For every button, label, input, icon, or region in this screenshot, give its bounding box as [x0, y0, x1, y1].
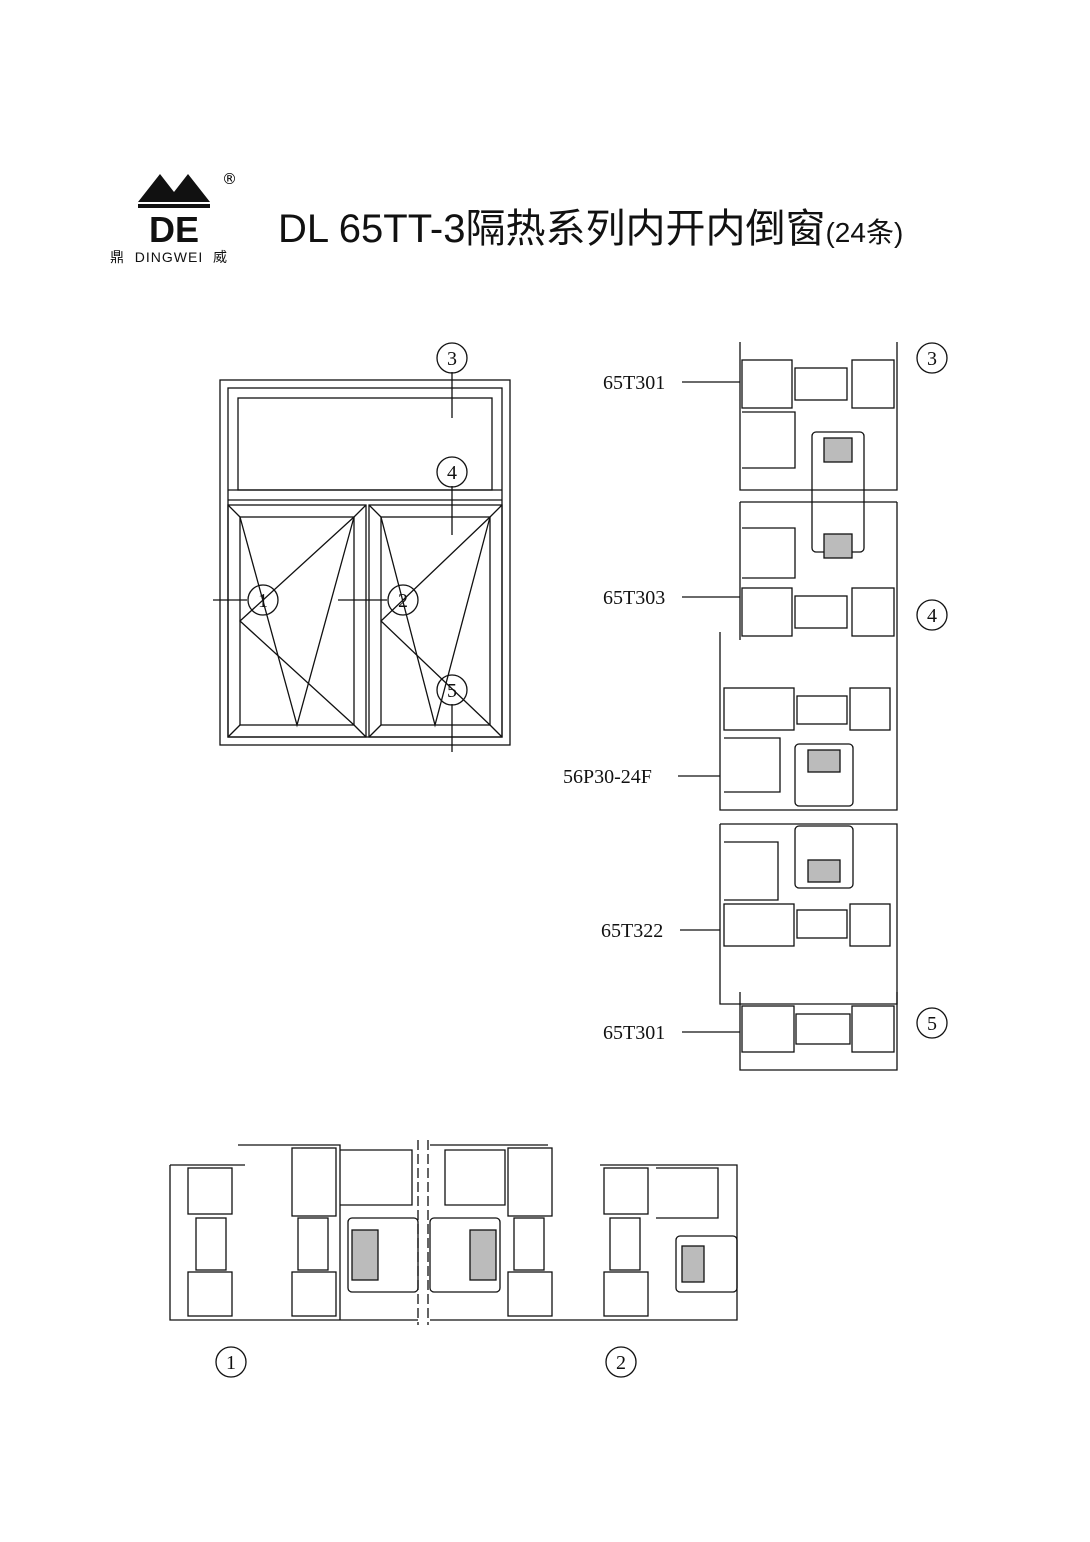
profile-label-65t301-bottom: 65T301	[603, 1022, 665, 1044]
vertical-section	[678, 342, 898, 1071]
profile-label-56p30-24f: 56P30-24F	[563, 766, 652, 788]
elevation-marker-4: 4	[436, 456, 468, 488]
svg-text:3: 3	[447, 348, 457, 370]
horizontal-section	[169, 1140, 738, 1325]
elevation-marker-1: 1	[247, 584, 279, 616]
registered-mark: ®	[222, 170, 237, 188]
dingwei-logo: DE	[138, 174, 210, 245]
section-marker-1: 1	[215, 1346, 247, 1378]
elevation-marker-2: 2	[387, 584, 419, 616]
section-marker-3: 3	[916, 342, 948, 374]
section-marker-5: 5	[916, 1007, 948, 1039]
svg-text:1: 1	[226, 1352, 236, 1374]
svg-text:4: 4	[927, 605, 937, 627]
elevation-marker-5: 5	[436, 674, 468, 706]
window-elevation	[213, 372, 511, 752]
svg-text:3: 3	[927, 348, 937, 370]
page-title: DL 65TT-3隔热系列内开内倒窗(24条)	[278, 207, 904, 251]
section-marker-2: 2	[605, 1346, 637, 1378]
svg-text:1: 1	[258, 590, 268, 612]
svg-text:2: 2	[398, 590, 408, 612]
svg-text:2: 2	[616, 1352, 626, 1374]
profile-label-65t303: 65T303	[603, 587, 665, 609]
logo-letters: DE	[149, 209, 199, 245]
elevation-marker-3: 3	[436, 342, 468, 374]
profile-label-65t322: 65T322	[601, 920, 663, 942]
svg-text:4: 4	[447, 462, 457, 484]
svg-text:5: 5	[447, 680, 457, 702]
brand-name: 鼎 DINGWEI 威	[110, 249, 229, 265]
svg-text:5: 5	[927, 1013, 937, 1035]
profile-label-65t301-top: 65T301	[603, 372, 665, 394]
section-marker-4: 4	[916, 599, 948, 631]
